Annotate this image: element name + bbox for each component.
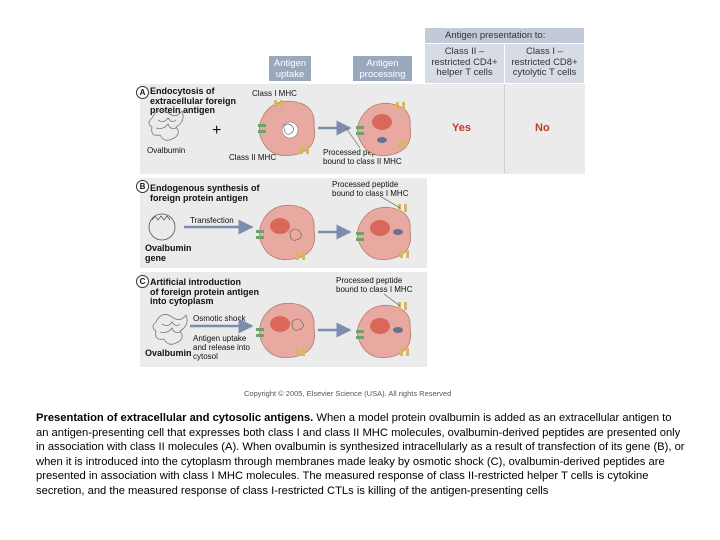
class1-column-header: Class I – restricted CD8+ cytolytic T ce… xyxy=(505,44,584,83)
panel-a-ovalbumin-label: Ovalbumin xyxy=(147,146,186,155)
ovalbumin-gene-icon xyxy=(148,213,176,241)
panel-c-osmotic-label: Osmotic shock xyxy=(193,314,246,323)
figure-caption: Presentation of extracellular and cytoso… xyxy=(36,411,686,499)
apc-cell-a2 xyxy=(356,102,412,157)
panel-c-uptake-label: Antigen uptake and release into cytosol xyxy=(193,334,250,361)
panel-b-letter: B xyxy=(136,180,149,193)
panel-a-plus: + xyxy=(212,122,222,139)
class2-column-header: Class II – restricted CD4+ helper T cell… xyxy=(425,44,504,83)
result-class1-no: No xyxy=(535,122,550,134)
panel-b-processed-label: Processed peptide bound to class I MHC xyxy=(332,180,409,198)
ovalbumin-protein-icon-a xyxy=(148,110,184,141)
panel-c-letter: C xyxy=(136,275,149,288)
panel-b-transfection-label: Transfection xyxy=(190,216,234,225)
result-class2-yes: Yes xyxy=(452,122,471,134)
antigen-presentation-header: Antigen presentation to: xyxy=(425,28,584,43)
apc-cell-a1 xyxy=(258,100,316,157)
panel-c-ovalbumin-label: Ovalbumin xyxy=(145,348,192,358)
results-table-body xyxy=(425,84,585,174)
ovalbumin-protein-icon-c xyxy=(152,314,188,345)
antigen-uptake-header: Antigen uptake xyxy=(269,56,311,81)
panel-b-gene-label: Ovalbumin gene xyxy=(145,243,192,263)
apc-cell-b2 xyxy=(356,204,412,261)
panel-a-letter: A xyxy=(136,86,149,99)
panel-c-processed-label: Processed peptide bound to class I MHC xyxy=(336,276,413,294)
apc-cell-c2 xyxy=(356,302,412,359)
antigen-processing-header: Antigen processing xyxy=(353,56,412,81)
panel-a-class1-label: Class I MHC xyxy=(252,89,297,98)
panel-a-class2-label: Class II MHC xyxy=(229,153,277,162)
apc-cell-b1 xyxy=(256,204,316,261)
apc-cell-c1 xyxy=(256,302,316,359)
copyright-notice: Copyright © 2005, Elsevier Science (USA)… xyxy=(244,389,452,398)
caption-body: When a model protein ovalbumin is added … xyxy=(36,412,685,497)
results-divider xyxy=(504,84,505,174)
caption-title: Presentation of extracellular and cytoso… xyxy=(36,412,314,424)
panel-a-title: Endocytosis of extracellular foreign pro… xyxy=(150,86,237,115)
panel-c-title: Artificial introduction of foreign prote… xyxy=(150,277,259,306)
panel-b-title: Endogenous synthesis of foreign protein … xyxy=(150,183,260,203)
